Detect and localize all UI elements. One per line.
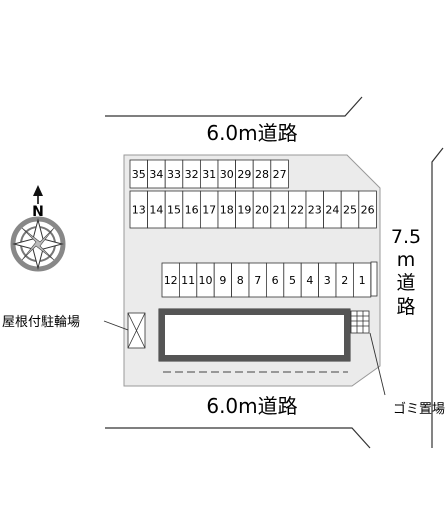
bottom-road-edge <box>105 427 371 449</box>
north-label: N <box>32 204 44 220</box>
parking-space-number: 1 <box>359 274 366 287</box>
parking-space-number: 23 <box>308 204 322 217</box>
parking-space-number: 24 <box>325 204 339 217</box>
compass-star-diagonal-icon <box>21 227 55 261</box>
narrow-strip <box>370 261 378 297</box>
north-arrow-icon <box>33 185 43 196</box>
parking-space-number: 7 <box>254 274 261 287</box>
parking-space-number: 27 <box>273 168 287 181</box>
bicycle-parking-label: 屋根付駐輪場 <box>2 314 80 330</box>
right-road-label-char: 路 <box>396 296 415 318</box>
top-road-edge <box>105 96 363 117</box>
parking-space-number: 29 <box>237 168 251 181</box>
parking-space-number: 11 <box>181 274 195 287</box>
right-road-label-char: m <box>397 249 416 271</box>
north-compass: N <box>10 185 66 272</box>
parking-space-number: 2 <box>341 274 348 287</box>
parking-space-number: 21 <box>273 204 287 217</box>
garbage-area-box <box>350 310 370 334</box>
parking-space-number: 10 <box>199 274 213 287</box>
parking-space-number: 12 <box>164 274 178 287</box>
garbage-area-label: ゴミ置場 <box>393 401 445 417</box>
bottom-road-label: 6.0m道路 <box>206 394 297 418</box>
parking-space-number: 5 <box>289 274 296 287</box>
top-road-label: 6.0m道路 <box>206 121 297 145</box>
parking-space-number: 13 <box>132 204 146 217</box>
right-road-label-char: 7.5 <box>391 226 421 248</box>
parking-space-number: 31 <box>202 168 216 181</box>
right-road-edge <box>431 147 444 448</box>
parking-space-number: 4 <box>306 274 313 287</box>
parking-space-number: 35 <box>132 168 146 181</box>
parking-space-number: 20 <box>255 204 269 217</box>
parking-space-number: 30 <box>220 168 234 181</box>
parking-space-number: 8 <box>237 274 244 287</box>
parking-space-number: 28 <box>255 168 269 181</box>
parking-space-number: 9 <box>219 274 226 287</box>
apartment-building <box>159 309 350 361</box>
parking-space-number: 6 <box>272 274 279 287</box>
parking-space-number: 25 <box>343 204 357 217</box>
parking-space-number: 19 <box>237 204 251 217</box>
garbage-leader-line <box>369 332 386 396</box>
parking-space <box>358 190 377 229</box>
parking-space-number: 34 <box>149 168 163 181</box>
parking-space-number: 22 <box>290 204 304 217</box>
parking-space-number: 32 <box>185 168 199 181</box>
parking-space <box>270 159 289 189</box>
right-road-label-char: 道 <box>396 272 415 294</box>
road-edges <box>105 96 444 449</box>
parking-space-number: 17 <box>202 204 216 217</box>
bicycle-leader-line <box>103 320 129 331</box>
parking-space-number: 14 <box>149 204 163 217</box>
bicycle-parking-box <box>127 312 146 349</box>
parking-space-number: 33 <box>167 168 181 181</box>
parking-space-number: 18 <box>220 204 234 217</box>
parking-space-number: 15 <box>167 204 181 217</box>
parking-space-number: 26 <box>361 204 375 217</box>
parking-space-number: 3 <box>324 274 331 287</box>
parking-space-number: 16 <box>185 204 199 217</box>
